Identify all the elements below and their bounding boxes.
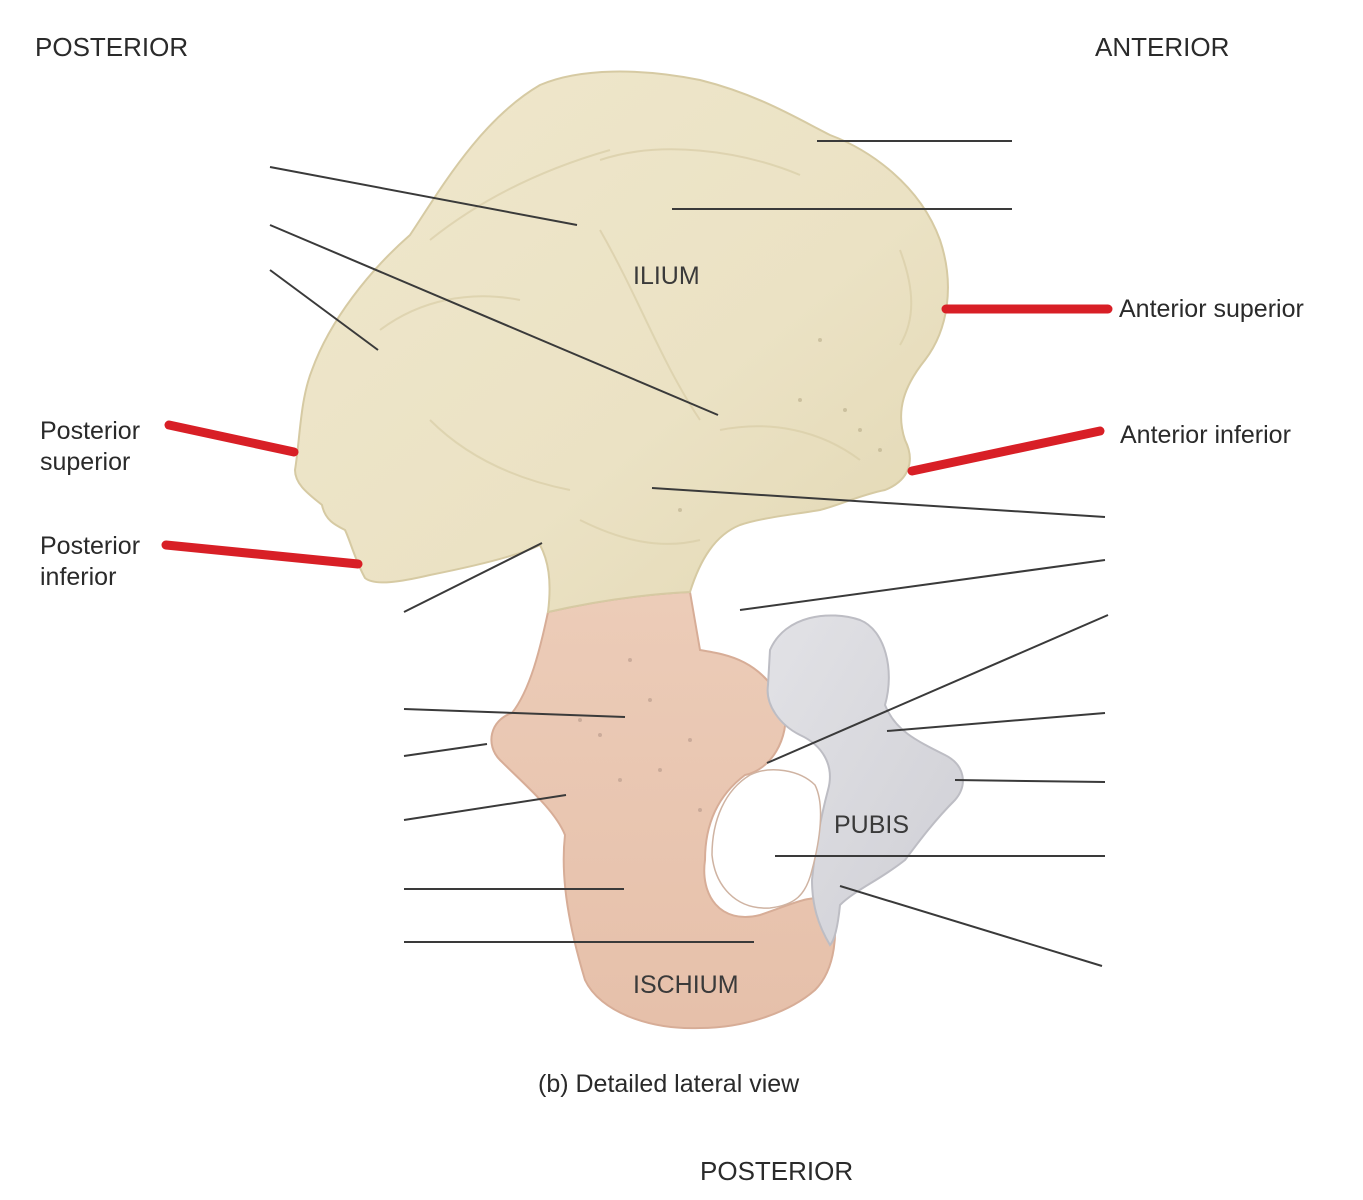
leader-right-1 [651, 487, 1106, 518]
leader-left-4 [403, 542, 543, 613]
leader-right-2 [739, 559, 1106, 611]
label-anterior-superior: Anterior superior [1119, 295, 1304, 323]
leader-lines [269, 140, 1109, 967]
ilium-pores [678, 338, 882, 512]
label-posterior-superior: Posterior superior [40, 416, 140, 478]
orientation-anterior-top: ANTERIOR [1095, 32, 1230, 62]
red-leader-posterior-inferior [161, 540, 363, 569]
leader-left-1 [269, 166, 578, 226]
ilium-bone [293, 70, 949, 614]
region-ilium: ILIUM [633, 262, 700, 290]
label-posterior-inferior: Posterior inferior [40, 531, 140, 593]
label-posterior-superior-line1: Posterior [40, 417, 141, 445]
red-leader-lines [161, 304, 1113, 569]
leader-left-6 [403, 743, 488, 757]
leader-left-7 [403, 794, 567, 821]
leader-right-3 [766, 614, 1109, 764]
leader-right-7 [839, 885, 1103, 967]
region-ischium: ISCHIUM [633, 971, 739, 999]
region-pubis: PUBIS [834, 811, 910, 839]
label-posterior-inferior-line1: Posterior [40, 532, 141, 560]
leader-left-5 [403, 708, 626, 718]
label-posterior-superior-line2: superior [40, 448, 131, 476]
label-anterior-inferior-clip: Anterior inferior [1120, 420, 1360, 452]
figure-caption: (b) Detailed lateral view [538, 1070, 800, 1098]
red-leader-anterior-inferior [907, 426, 1105, 476]
leader-right-5 [954, 779, 1106, 783]
orientation-posterior-top: POSTERIOR [35, 32, 189, 62]
red-leader-posterior-superior [164, 420, 299, 457]
label-anterior-inferior: Anterior inferior [1120, 421, 1291, 449]
ilium-texture [379, 148, 913, 545]
label-posterior-inferior-line2: inferior [40, 563, 117, 591]
leader-left-2 [269, 224, 719, 416]
orientation-posterior-bottom: POSTERIOR [700, 1156, 854, 1186]
pubis-bone [766, 614, 964, 947]
bone-pores [578, 658, 702, 812]
leader-left-3 [269, 269, 379, 351]
leader-right-4 [886, 712, 1106, 732]
obturator-foramen [711, 769, 822, 909]
